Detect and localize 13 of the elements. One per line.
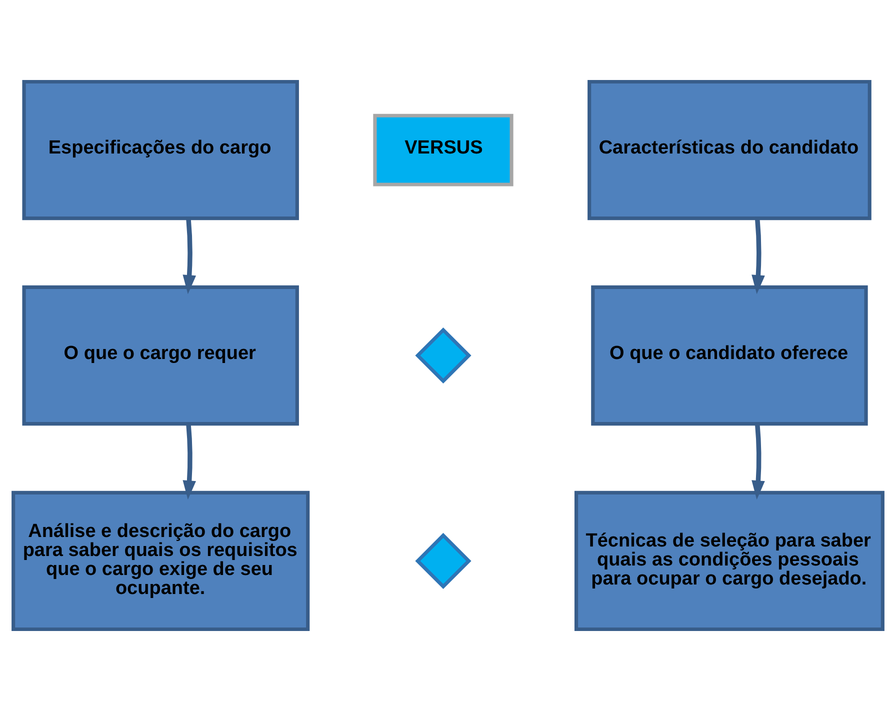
node-box: Técnicas de seleção para saber quais as condições pessoais para ocupar o cargo desejado. [574,490,884,632]
arrow [752,218,765,294]
node-cross [415,532,472,590]
arrow [182,218,196,294]
arrow [182,424,196,500]
node-box: O que o cargo requer [22,285,299,426]
node-box: O que o candidato oferece [591,285,868,426]
node-box: Análise e descrição do cargo para saber quais os requisitos que o cargo exige de seu ocupante. [12,490,310,632]
node-box: Características do candidato [588,80,872,220]
node-box: Especificações do cargo [22,80,299,220]
node-box: VERSUS [373,114,514,186]
arrow [752,424,765,500]
node-cross [415,327,472,384]
